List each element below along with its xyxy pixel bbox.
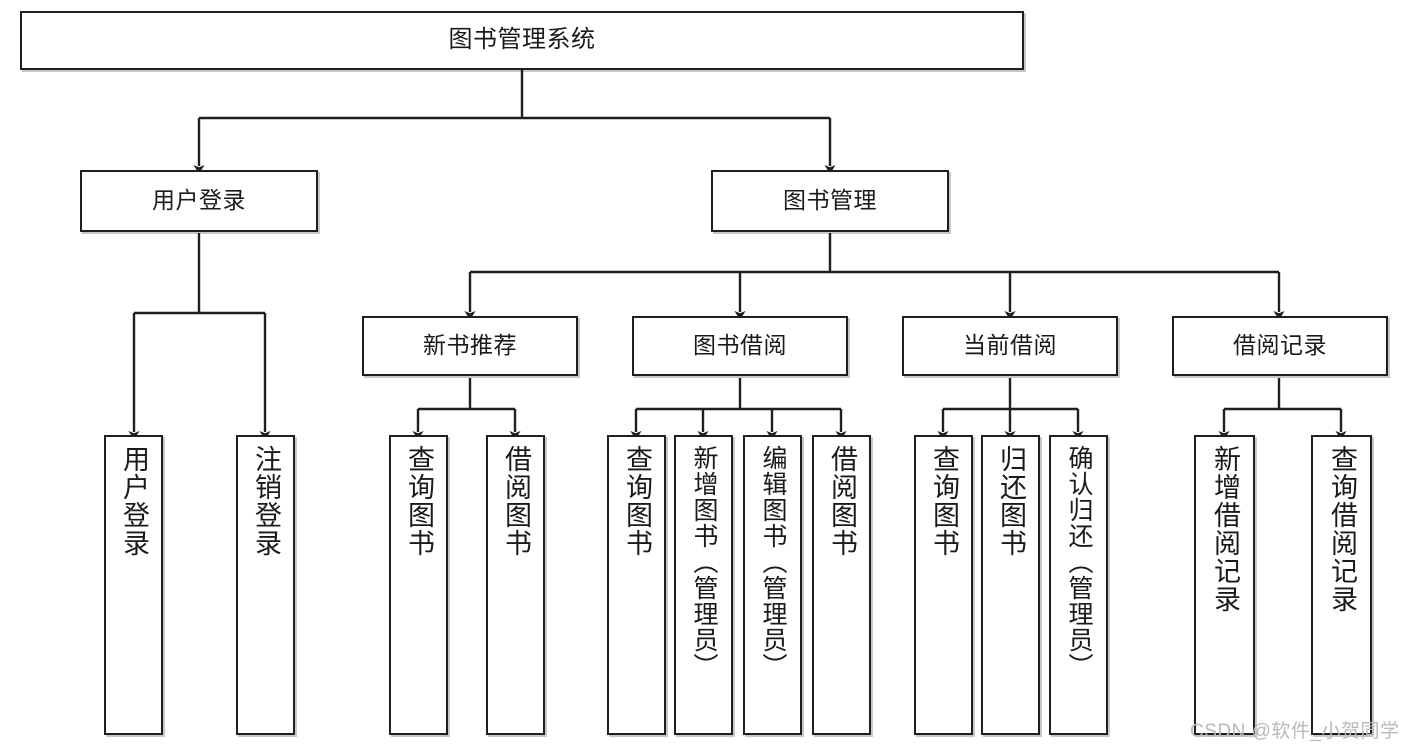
- leaf-return-book[interactable]: 归还图书: [981, 435, 1040, 735]
- node-user-login[interactable]: 用户登录: [80, 170, 318, 232]
- leaf-add-borrow-record[interactable]: 新增借阅记录: [1194, 435, 1255, 735]
- leaf-confirm-return-admin[interactable]: 确认归还（管理员）: [1049, 435, 1108, 735]
- leaf-borrow-book[interactable]: 借阅图书: [812, 435, 871, 735]
- leaf-add-book-admin[interactable]: 新增图书（管理员）: [674, 435, 733, 735]
- node-label: 归还图书: [996, 445, 1026, 557]
- node-label: 新增借阅记录: [1210, 445, 1240, 613]
- node-borrow-record[interactable]: 借阅记录: [1172, 316, 1388, 376]
- node-label: 确认归还（管理员）: [1065, 445, 1093, 679]
- leaf-query-book-recommend[interactable]: 查询图书: [389, 435, 448, 735]
- node-label: 新书推荐: [423, 332, 517, 359]
- node-book-borrow[interactable]: 图书借阅: [632, 316, 848, 376]
- node-book-management[interactable]: 图书管理: [711, 170, 949, 232]
- leaf-edit-book-admin[interactable]: 编辑图书（管理员）: [743, 435, 802, 735]
- leaf-user-login[interactable]: 用户登录: [104, 435, 163, 735]
- node-label: 图书管理: [783, 187, 877, 214]
- node-label: 借阅图书: [501, 445, 531, 557]
- leaf-query-borrow-record[interactable]: 查询借阅记录: [1311, 435, 1372, 735]
- node-label: 查询图书: [929, 445, 959, 557]
- node-root-library-management-system[interactable]: 图书管理系统: [20, 11, 1024, 70]
- node-label: 图书管理系统: [448, 26, 596, 54]
- node-label: 用户登录: [119, 445, 149, 557]
- csdn-watermark: CSDN @软件_小贺同学: [1190, 721, 1400, 742]
- node-label: 注销登录: [251, 445, 281, 557]
- node-label: 借阅记录: [1233, 332, 1327, 359]
- node-label: 查询图书: [622, 445, 652, 557]
- leaf-query-book-borrow[interactable]: 查询图书: [607, 435, 666, 735]
- leaf-borrow-book-recommend[interactable]: 借阅图书: [486, 435, 545, 735]
- leaf-query-book-current[interactable]: 查询图书: [914, 435, 973, 735]
- node-label: 当前借阅: [963, 332, 1057, 359]
- node-label: 借阅图书: [827, 445, 857, 557]
- leaf-user-logout[interactable]: 注销登录: [236, 435, 295, 735]
- node-label: 编辑图书（管理员）: [759, 445, 787, 679]
- node-current-borrow[interactable]: 当前借阅: [902, 316, 1118, 376]
- node-label: 新增图书（管理员）: [690, 445, 718, 679]
- node-new-book-recommend[interactable]: 新书推荐: [362, 316, 578, 376]
- node-label: 用户登录: [152, 187, 246, 214]
- node-label: 图书借阅: [693, 332, 787, 359]
- node-label: 查询图书: [404, 445, 434, 557]
- node-label: 查询借阅记录: [1327, 445, 1357, 613]
